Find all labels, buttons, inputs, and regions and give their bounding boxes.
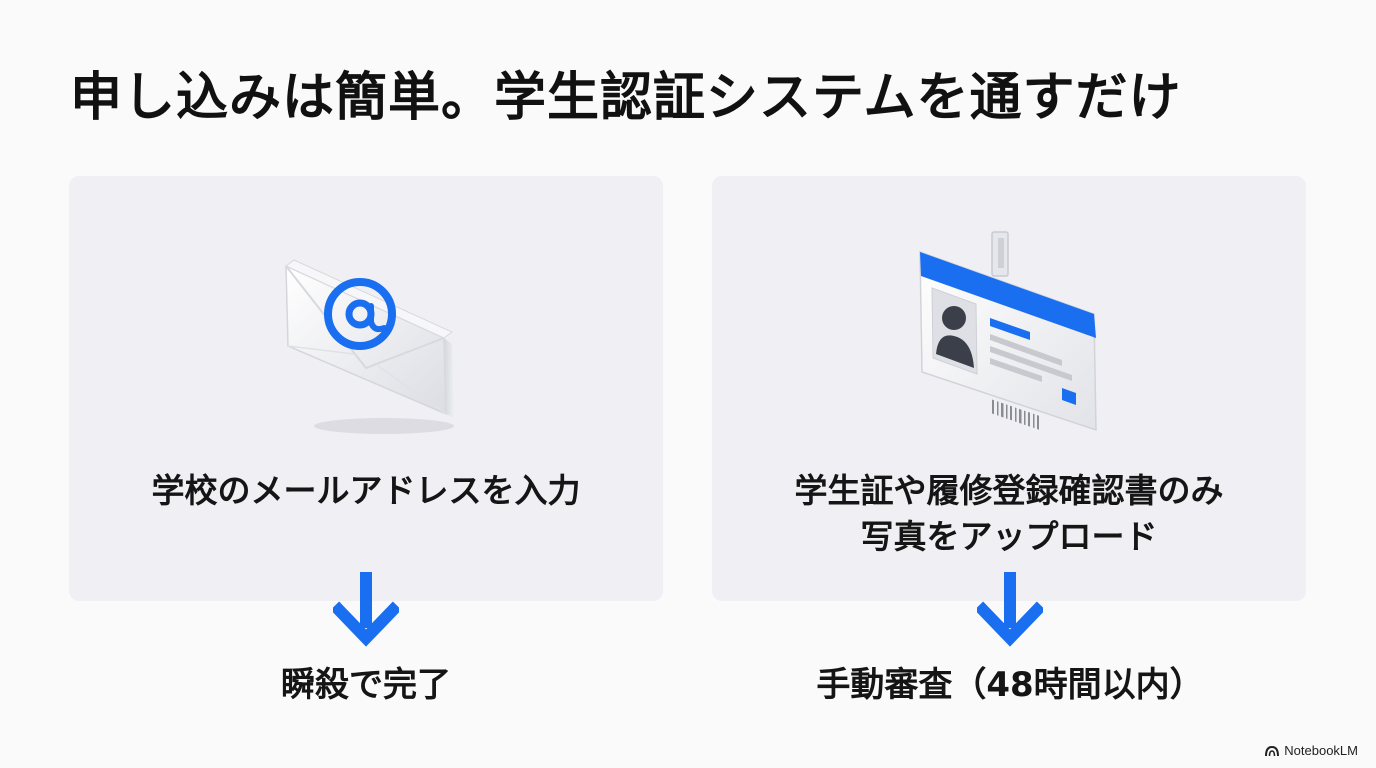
slide-title: 申し込みは簡単。学生認証システムを通すだけ: [70, 68, 1182, 128]
notebooklm-brand: NotebookLM: [1265, 743, 1358, 758]
email-step-result: 瞬殺で完了: [281, 665, 451, 705]
notebooklm-logo-icon: [1265, 745, 1280, 756]
arrow-down-icon: [974, 572, 1046, 648]
email-step-text: 学校のメールアドレスを入力: [151, 471, 581, 510]
brand-label: NotebookLM: [1284, 743, 1358, 758]
student-id-card-icon: [912, 222, 1112, 438]
student-id-step-card: 学生証や履修登録確認書のみ 写真をアップロード: [712, 176, 1306, 601]
student-id-step-line2: 写真をアップロード: [860, 517, 1158, 556]
student-id-step-line1: 学生証や履修登録確認書のみ: [794, 471, 1224, 510]
student-id-step-result: 手動審査（48時間以内）: [816, 665, 1204, 705]
email-step-card: 学校のメールアドレスを入力: [69, 176, 663, 601]
student-id-step-text: 学生証や履修登録確認書のみ 写真をアップロード: [712, 468, 1306, 560]
arrow-down-icon: [330, 572, 402, 648]
envelope-at-icon: [274, 218, 458, 438]
